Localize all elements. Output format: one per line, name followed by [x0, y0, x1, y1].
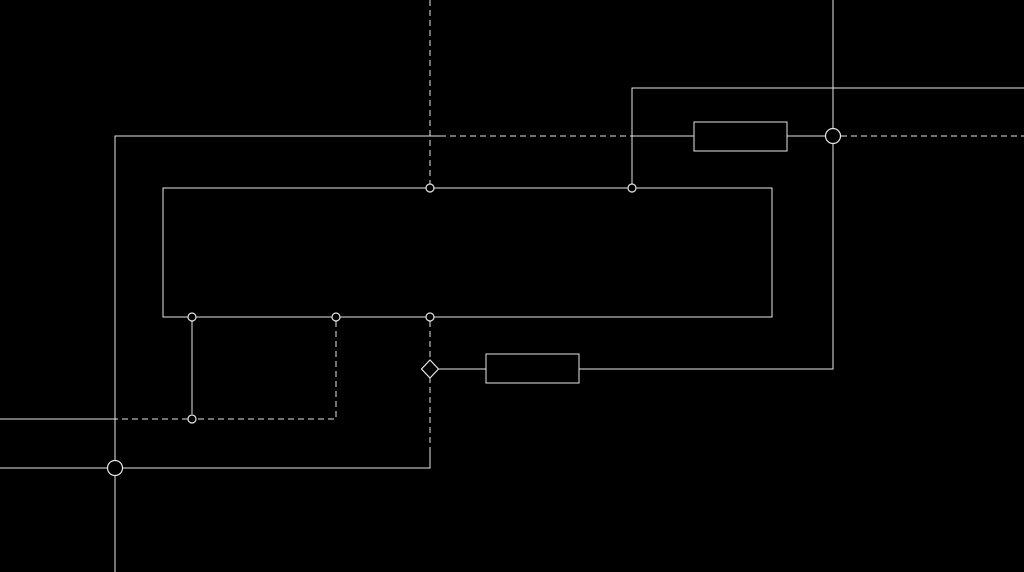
- main-block: [162, 187, 773, 318]
- resistor-top: [693, 121, 788, 152]
- dashed-mid-vertical: [196, 321, 337, 420]
- resistor-bottom: [485, 353, 580, 384]
- node-diamond: [420, 359, 440, 379]
- node-top-center: [425, 183, 435, 193]
- wire-top-outer: [114, 135, 440, 572]
- dashed-wires: [115, 0, 1024, 447]
- node-bottom-center: [425, 312, 435, 322]
- node-left-drop: [187, 414, 197, 424]
- node-large-right: [824, 127, 842, 145]
- junctions: [106, 127, 842, 477]
- node-large-left: [106, 459, 124, 477]
- wire-bottom-horizontal-right: [122, 447, 431, 469]
- node-bottom-left: [187, 312, 197, 322]
- node-top-right: [627, 183, 637, 193]
- node-bottom-mid: [331, 312, 341, 322]
- wire-tap-up: [631, 87, 1024, 184]
- wire-right-vertical-lower: [579, 143, 834, 370]
